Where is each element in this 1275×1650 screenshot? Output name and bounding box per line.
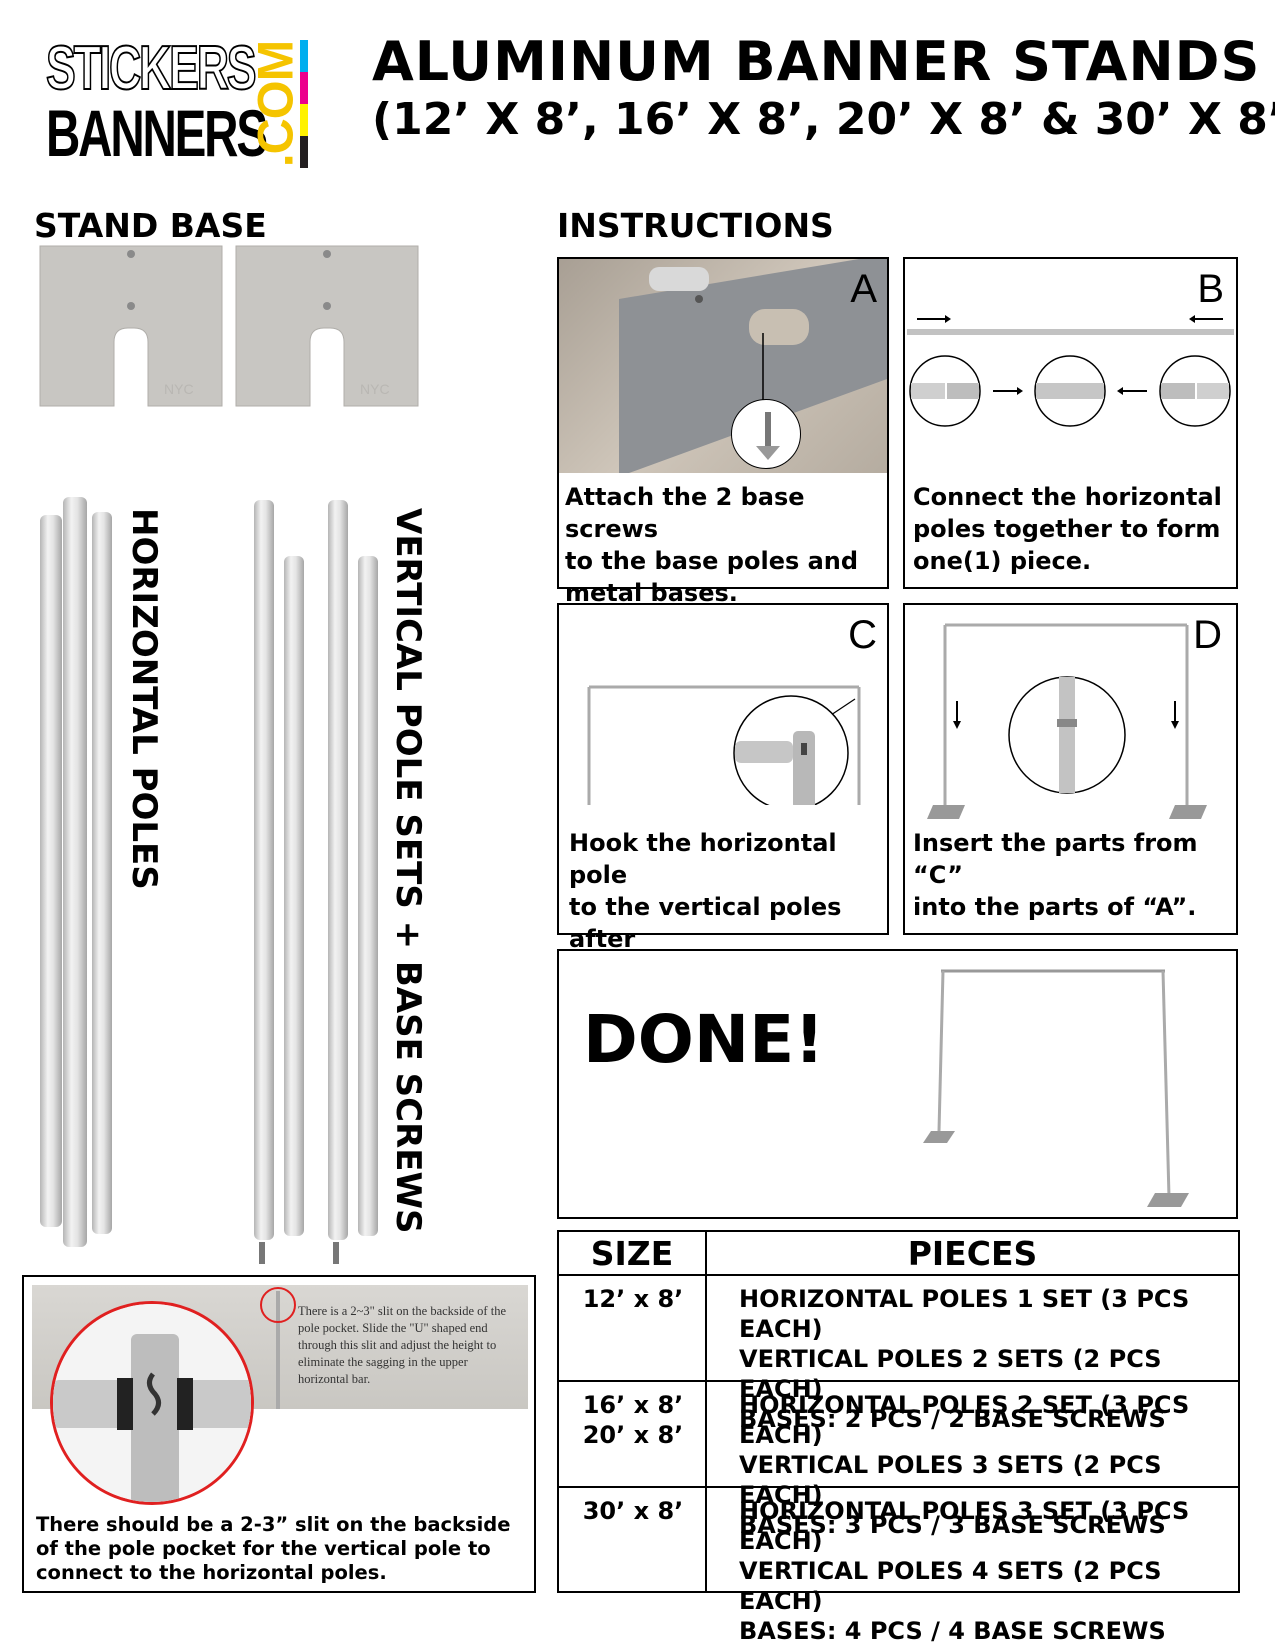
horizontal-poles-label: HORIZONTAL POLES [124, 508, 164, 890]
table-row-pieces: HORIZONTAL POLES 1 SET (3 PCS EACH) VERT… [739, 1285, 1190, 1433]
step-b-box: B Connect the horizontal poles together … [903, 257, 1238, 589]
page-subtitle: (12’ X 8’, 16’ X 8’, 20’ X 8’ & 30’ X 8’… [372, 94, 1275, 145]
screw-zoom-circle [731, 399, 801, 469]
logo-line-2: BANNERS [46, 96, 268, 170]
step-a-photo [559, 259, 887, 473]
step-c-letter: C [848, 613, 877, 657]
base-screw-2 [333, 1242, 339, 1264]
horizontal-pole-2 [63, 497, 87, 1247]
horizontal-pole-1 [40, 515, 62, 1227]
vertical-pole-1 [254, 500, 274, 1240]
stand-base-heading: STAND BASE [34, 206, 267, 245]
base-plate-text: NYC [164, 381, 194, 397]
instructions-heading: INSTRUCTIONS [557, 206, 834, 245]
logo-com: .COM [247, 40, 304, 168]
base-plate-right: NYC [232, 244, 422, 410]
base-plate-left: NYC [36, 244, 226, 410]
vertical-poles-label: VERTICAL POLE SETS + BASE SCREWS [388, 508, 428, 1234]
step-a-box: A Attach the 2 base screws to the base p… [557, 257, 889, 607]
slit-detail-box: There is a 2~3" slit on the backside of … [22, 1275, 536, 1593]
step-b-letter: B [1197, 267, 1224, 311]
horizontal-pole-3 [92, 512, 112, 1234]
table-header-pieces: PIECES [907, 1234, 1038, 1273]
step-d-caption: Insert the parts from “C” into the parts… [913, 829, 1198, 921]
step-a-letter: A [850, 267, 877, 311]
page-title: ALUMINUM BANNER STANDS [372, 30, 1261, 93]
step-a-caption: Attach the 2 base screws to the base pol… [565, 483, 859, 607]
logo: STICKERS BANNERS .COM [45, 34, 316, 170]
table-row-size: 12’ x 8’ [582, 1285, 684, 1313]
step-d-box: D Insert the parts from “C” into the par… [903, 603, 1238, 935]
base-screw-1 [259, 1242, 265, 1264]
vertical-pole-2 [284, 556, 304, 1236]
slit-zoom-circle [50, 1301, 254, 1505]
logo-color-bars [300, 40, 308, 168]
step-b-caption: Connect the horizontal poles together to… [913, 483, 1222, 575]
vertical-pole-3 [328, 500, 348, 1240]
table-row-size: 30’ x 8’ [582, 1497, 684, 1525]
pieces-table: SIZE PIECES 12’ x 8’ HORIZONTAL POLES 1 … [557, 1230, 1240, 1645]
logo-line-1: STICKERS [45, 34, 257, 103]
vertical-pole-4 [358, 556, 378, 1236]
slit-caption: There should be a 2-3” slit on the backs… [36, 1513, 511, 1584]
table-header-size: SIZE [590, 1234, 674, 1273]
table-row-size: 16’ x 8’ 20’ x 8’ [582, 1391, 684, 1449]
step-d-letter: D [1193, 613, 1222, 657]
slit-note: There is a 2~3" slit on the backside of … [298, 1304, 506, 1386]
done-text: DONE! [583, 1001, 825, 1078]
table-row-pieces: HORIZONTAL POLES 2 SET (3 PCS EACH) VERT… [739, 1391, 1190, 1539]
base-plate-text: NYC [360, 381, 390, 397]
step-c-box: C Hook the horizontal pole to the vertic… [557, 603, 889, 985]
done-box: DONE! [557, 949, 1238, 1219]
table-row-pieces: HORIZONTAL POLES 3 SET (3 PCS EACH) VERT… [739, 1497, 1190, 1645]
